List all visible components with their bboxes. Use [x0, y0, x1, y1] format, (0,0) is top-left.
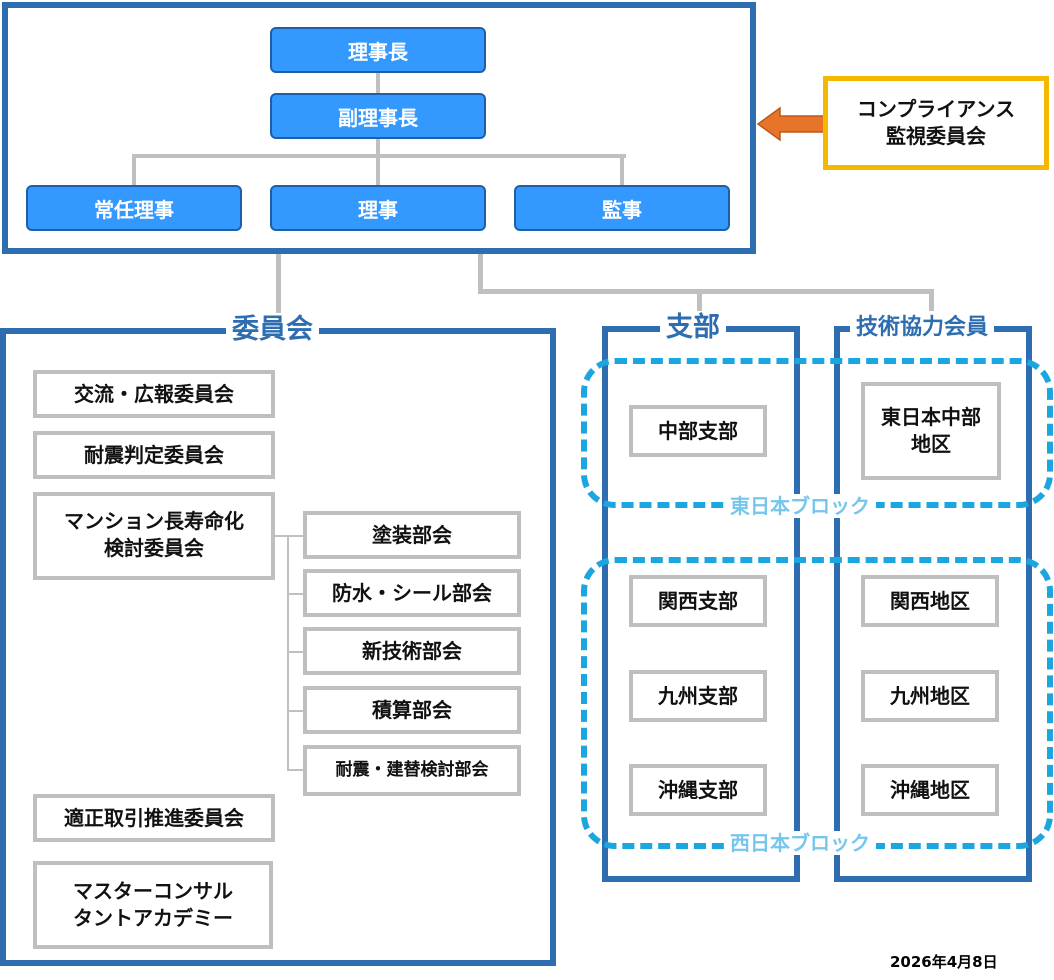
chubu-branch: 中部支部	[629, 405, 767, 457]
tech-member-connector	[929, 289, 934, 319]
executive-director-box: 常任理事	[26, 185, 242, 231]
branch-connector	[478, 289, 934, 294]
committee-connector	[276, 254, 281, 318]
subcommittee-connector	[287, 710, 305, 712]
board-connector	[376, 73, 380, 94]
compliance-arrow	[756, 106, 825, 142]
longevity-study-committee: マンション長寿命化 検討委員会	[33, 492, 275, 580]
okinawa-branch: 沖縄支部	[629, 764, 767, 816]
subcommittee-connector	[287, 593, 305, 595]
branch-connector	[478, 254, 483, 294]
subcommittee-connector	[275, 535, 305, 537]
subcommittee-seismic-rebuild: 耐震・建替検討部会	[303, 745, 521, 796]
fair-trade-committee: 適正取引推進委員会	[33, 794, 275, 842]
board-connector	[376, 154, 380, 186]
subcommittee-connector	[287, 769, 305, 771]
branch-connector	[697, 289, 702, 319]
subcommittee-connector	[287, 651, 305, 653]
kyushu-district: 九州地区	[861, 670, 999, 722]
kansai-branch: 関西支部	[629, 575, 767, 627]
subcommittee-estimation: 積算部会	[303, 686, 521, 734]
seismic-judgement-committee: 耐震判定委員会	[33, 431, 275, 479]
master-consultant-academy: マスターコンサル タントアカデミー	[33, 861, 273, 949]
branches-title: 支部	[660, 311, 726, 345]
auditor-box: 監事	[514, 185, 730, 231]
board-connector	[620, 154, 624, 186]
west-japan-block-label: 西日本ブロック	[724, 831, 876, 855]
kansai-district: 関西地区	[861, 575, 999, 627]
compliance-committee-box: コンプライアンス 監視委員会	[823, 76, 1049, 170]
subcommittee-waterproofing: 防水・シール部会	[303, 569, 521, 617]
tech-members-title: 技術協力会員	[850, 311, 995, 345]
subcommittee-new-technology: 新技術部会	[303, 627, 521, 675]
east-central-district: 東日本中部 地区	[861, 382, 1001, 480]
board-connector	[132, 154, 136, 186]
subcommittee-painting: 塗装部会	[303, 511, 521, 559]
kyushu-branch: 九州支部	[629, 670, 767, 722]
chairman-box: 理事長	[270, 27, 486, 73]
vice-chairman-box: 副理事長	[270, 93, 486, 139]
director-box: 理事	[270, 185, 486, 231]
exchange-pr-committee: 交流・広報委員会	[33, 370, 275, 418]
board-connector	[376, 138, 380, 156]
committees-title: 委員会	[226, 313, 319, 347]
east-japan-block-label: 東日本ブロック	[724, 494, 876, 518]
okinawa-district: 沖縄地区	[861, 764, 999, 816]
document-date: 2026年4月8日	[890, 953, 998, 971]
